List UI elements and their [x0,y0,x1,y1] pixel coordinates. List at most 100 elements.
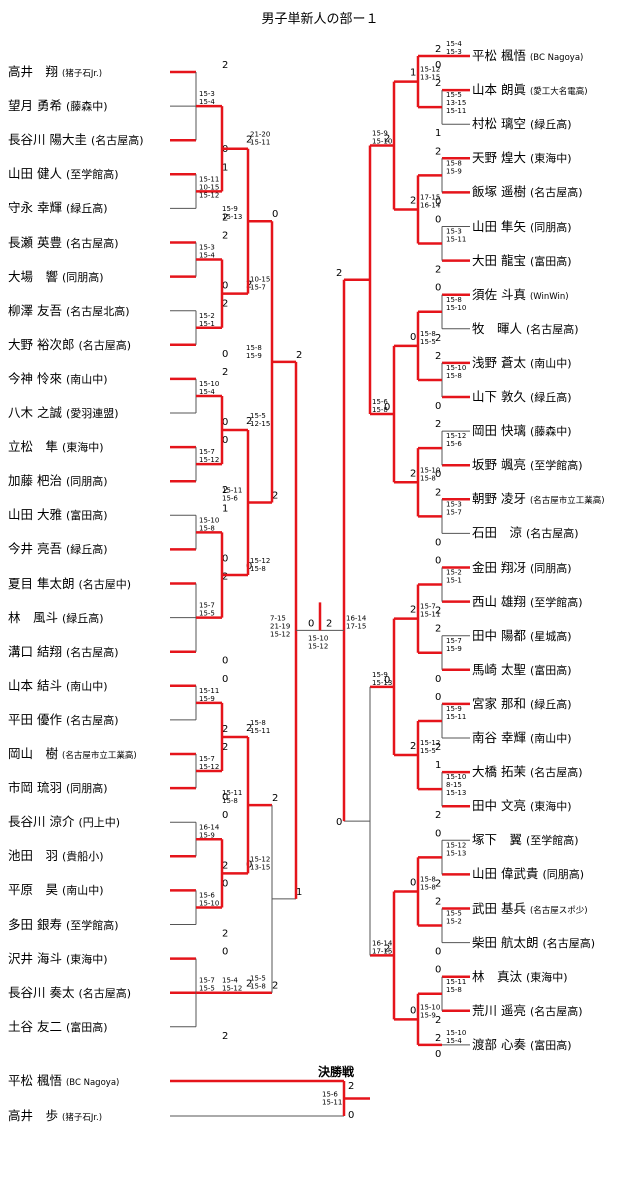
match-score: 15-10 [199,899,219,907]
game-count: 2 [410,468,416,479]
player-name: 今井 亮吾 [8,541,62,557]
player-row: 大場 響(同朋高) [8,267,104,287]
player-school: (富田高) [529,254,572,268]
match-score: 15-11 [250,727,270,735]
match-score: 15-7 [446,508,462,516]
player-name: 平田 優作 [8,711,62,727]
match-score: 15-3 [199,244,215,252]
player-school: (至学館高) [526,834,579,848]
player-name: 八木 之誠 [8,405,62,420]
match-score: 21-20 [250,131,270,139]
page-title: 男子単新人の部ー１ [261,12,379,27]
player-school: (愛羽連盟) [65,407,119,420]
player-name: 渡部 心奏 [472,1036,526,1052]
match-score: 16-14 [199,823,220,831]
game-count: 2 [222,742,228,753]
match-score: 13-15 [250,863,270,871]
game-count: 0 [222,810,228,821]
player-name: 大場 響 [8,268,59,284]
match-score: 15-4 [222,977,238,985]
player-row: 金田 翔冴(同朋高) [472,558,572,578]
match-score: 15-9 [420,1011,436,1019]
game-count: 0 [222,792,228,803]
player-row: 馬崎 太聖(富田高) [472,660,572,680]
game-count: 2 [435,78,441,89]
player-row: 平田 優作(名古屋高) [8,710,119,730]
game-count: 2 [435,810,441,821]
player-row: 山田 健人(至学館高) [8,164,119,184]
match-score: 10-15 [199,183,219,191]
game-count: 1 [222,503,228,514]
player-school: (同朋高) [62,270,104,284]
player-row: 望月 勇希(藤森中) [8,96,108,116]
player-school: (緑丘高) [62,611,104,625]
game-count: 2 [272,491,278,502]
game-count: 0 [435,537,441,548]
game-count: 1 [222,162,228,173]
match-score: 15-8 [250,983,266,991]
player-school: (名古屋高) [78,338,132,352]
game-count: 0 [435,60,441,71]
match-score: 10-15 [250,276,270,284]
game-count: 0 [435,283,441,294]
match-score: 15-5 [250,975,266,983]
player-name: 山田 健人 [8,166,62,182]
player-row: 大田 龍宝(富田高) [472,251,572,271]
player-name: 南谷 幸輝 [472,730,526,745]
player-row: 石田 涼(名古屋高) [472,523,579,543]
player-row: 多田 銀寿(至学館高) [8,915,119,935]
player-name: 林 風斗 [8,609,59,625]
player-row: 大橋 拓茉(名古屋高) [472,762,583,782]
match-score: 15-7 [446,637,462,645]
player-row: 宮家 那和(緑丘高) [472,694,572,714]
player-name: 平松 楓悟 [472,48,526,63]
game-count: 0 [435,215,441,226]
player-school: (BC Nagoya) [65,1078,120,1088]
game-count: 2 [246,135,252,146]
player-school: (富田高) [65,509,108,523]
center-match-score: 15-10 [308,634,328,642]
player-school: (名古屋高) [526,322,579,336]
game-count: 2 [435,487,441,498]
player-row: 平原 昊(南山中) [8,880,104,900]
player-school: (名古屋高) [90,134,144,148]
player-school: (名古屋高) [529,186,583,200]
game-count: 0 [435,401,441,412]
player-row: 長瀬 英豊(名古屋高) [8,233,119,253]
game-count: 0 [222,349,228,360]
player-name: 馬崎 太聖 [472,661,526,677]
player-row: 守永 幸輝(緑丘高) [8,198,108,218]
match-score: 15-5 [446,910,462,918]
match-score: 15-10 [199,380,219,388]
game-count: 2 [222,485,228,496]
player-school: (同朋高) [529,220,572,234]
final-match-score: 15-6 [322,1091,338,1099]
player-name: 山田 隼矢 [472,218,526,234]
match-score: 7-15 [270,614,286,622]
match-score: 15-2 [199,312,215,320]
player-school: (緑丘高) [65,543,108,557]
player-school: (南山中) [65,679,108,693]
player-row: 牧 暉人(名古屋高) [472,319,579,339]
game-count: 0 [222,878,228,889]
match-score: 15-4 [199,98,215,106]
match-score: 15-7 [199,977,215,985]
match-score: 15-8 [420,875,436,883]
match-score: 15-10 [372,138,392,146]
match-score: 15-9 [246,352,262,360]
match-score: 15-12 [420,739,440,747]
player-name: 沢井 海斗 [8,950,62,966]
player-name: 牧 暉人 [472,320,523,336]
game-count: 2 [222,231,228,242]
game-count: 0 [435,556,441,567]
match-score: 15-11 [222,789,242,797]
player-name: 山本 結斗 [8,677,62,693]
match-score: 15-3 [446,228,462,236]
player-name: 長谷川 涼介 [8,814,75,830]
center-match-score: 15-12 [308,642,328,650]
game-count: 0 [384,675,390,686]
player-name: 武田 基兵 [472,900,526,916]
player-school: (猪子石Jr.) [62,1113,103,1123]
game-count: 0 [435,469,441,480]
